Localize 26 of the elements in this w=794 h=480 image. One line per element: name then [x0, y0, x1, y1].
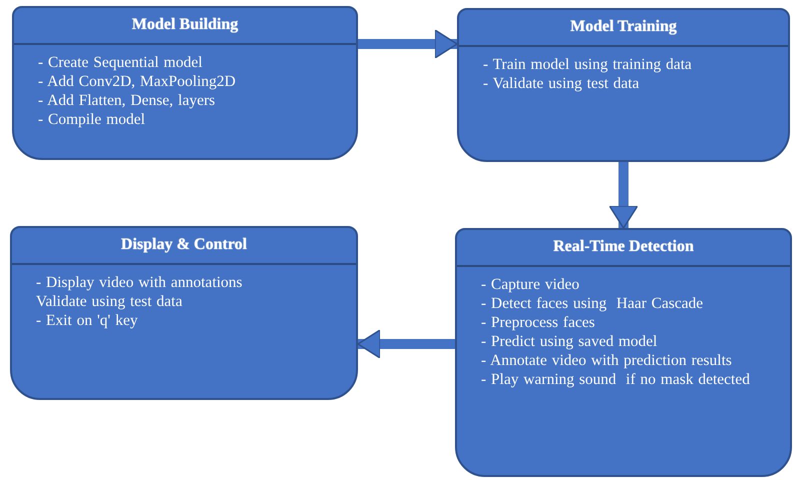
arrow: [608, 162, 638, 229]
list-item: - Add Conv2D, MaxPooling2D: [38, 72, 237, 91]
list-item: - Train model using training data: [483, 55, 693, 74]
list-item: - Detect faces using Haar Cascade: [481, 294, 704, 313]
list-item: - Compile model: [38, 110, 146, 129]
list-item: - Capture video: [481, 275, 580, 294]
list-item: - Exit on 'q' key: [36, 311, 139, 330]
list-item: - Validate using test data: [483, 74, 640, 93]
list-item: Validate using test data: [36, 292, 184, 311]
process-card: [455, 228, 792, 477]
card-heading: Real-Time Detection: [457, 230, 790, 267]
process-card: [12, 6, 358, 160]
list-item: - Predict using saved model: [481, 332, 658, 351]
list-item: - Display video with annotations: [36, 273, 244, 292]
list-item: - Preprocess faces: [481, 313, 596, 332]
list-item: - Play warning sound if no mask detected: [481, 370, 751, 389]
arrow: [357, 329, 455, 359]
card-heading: Model Training: [459, 10, 788, 47]
list-item: - Add Flatten, Dense, layers: [38, 91, 216, 110]
list-item: - Annotate video with prediction results: [481, 351, 733, 370]
arrow: [358, 29, 458, 59]
process-card: [457, 8, 790, 162]
list-item: - Create Sequential model: [38, 53, 204, 72]
card-heading: Display & Control: [12, 228, 356, 265]
process-card: [10, 226, 358, 400]
card-heading: Model Building: [14, 8, 356, 45]
